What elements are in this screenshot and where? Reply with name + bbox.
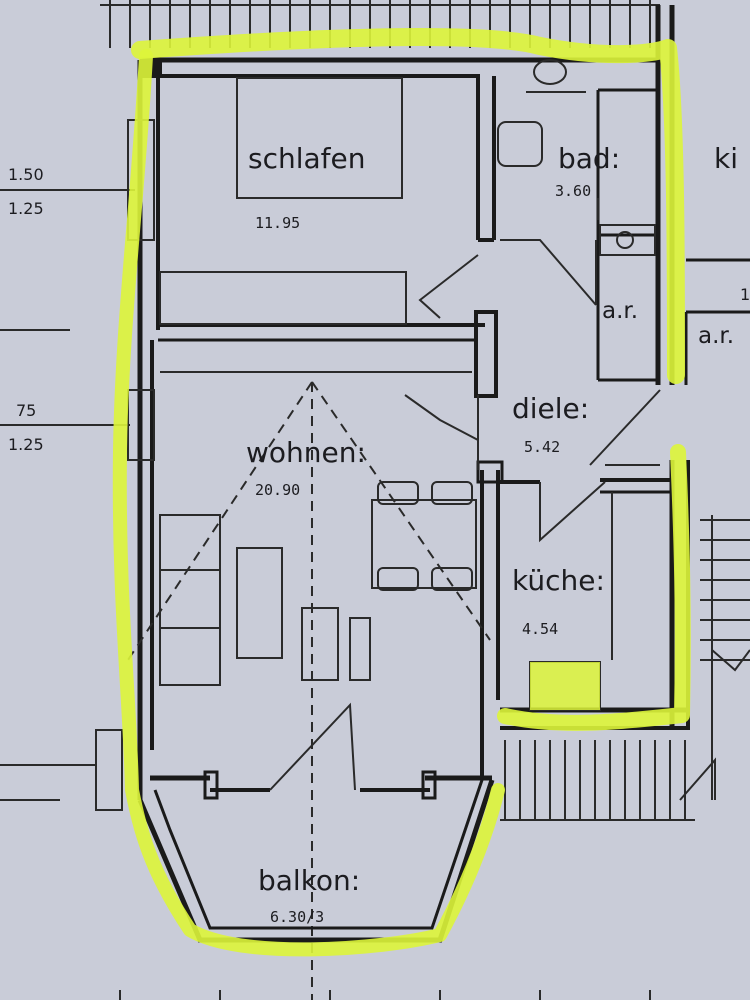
dimension-label-2-bottom: 1.25 (8, 435, 44, 454)
room-label-ar-1: a.r. (602, 298, 638, 324)
stairs (679, 515, 750, 801)
room-label-kueche: küche: (512, 564, 605, 597)
dimension-label-1-top: 1.50 (8, 165, 44, 184)
area-label-wohnen: 20.90 (255, 481, 300, 499)
room-label-kind: ki (714, 142, 738, 175)
wohnen-furniture (127, 381, 491, 1000)
bad-fixtures (497, 59, 656, 256)
area-label-balkon: 6.30/3 (270, 908, 324, 926)
dimension-label-right: 1 (740, 285, 750, 304)
door-swings (269, 239, 661, 791)
dimension-label-2-top: 75 (16, 401, 36, 420)
room-label-ar-2: a.r. (698, 323, 734, 349)
room-label-balkon: balkon: (258, 864, 360, 897)
highlighter-outline (112, 28, 691, 957)
area-label-schlafen: 11.95 (255, 214, 300, 232)
area-label-kueche: 4.54 (522, 620, 558, 638)
left-dimension-lines (0, 189, 135, 801)
bottom-ticks (119, 990, 651, 1000)
lower-railing (500, 740, 695, 821)
room-label-diele: diele: (512, 392, 589, 425)
room-label-bad: bad: (558, 142, 620, 175)
schlafen-furniture (159, 77, 472, 373)
room-label-wohnen: wohnen: (246, 436, 366, 469)
area-label-diele: 5.42 (524, 438, 560, 456)
area-label-bad: 3.60 (555, 182, 591, 200)
room-labels: schlafen 11.95 bad: 3.60 a.r. a.r. ki di… (246, 142, 738, 926)
dimension-label-1-bottom: 1.25 (8, 199, 44, 218)
dimension-labels: 1.50 1.25 75 1.25 1 (8, 165, 750, 454)
room-label-schlafen: schlafen (248, 142, 366, 175)
